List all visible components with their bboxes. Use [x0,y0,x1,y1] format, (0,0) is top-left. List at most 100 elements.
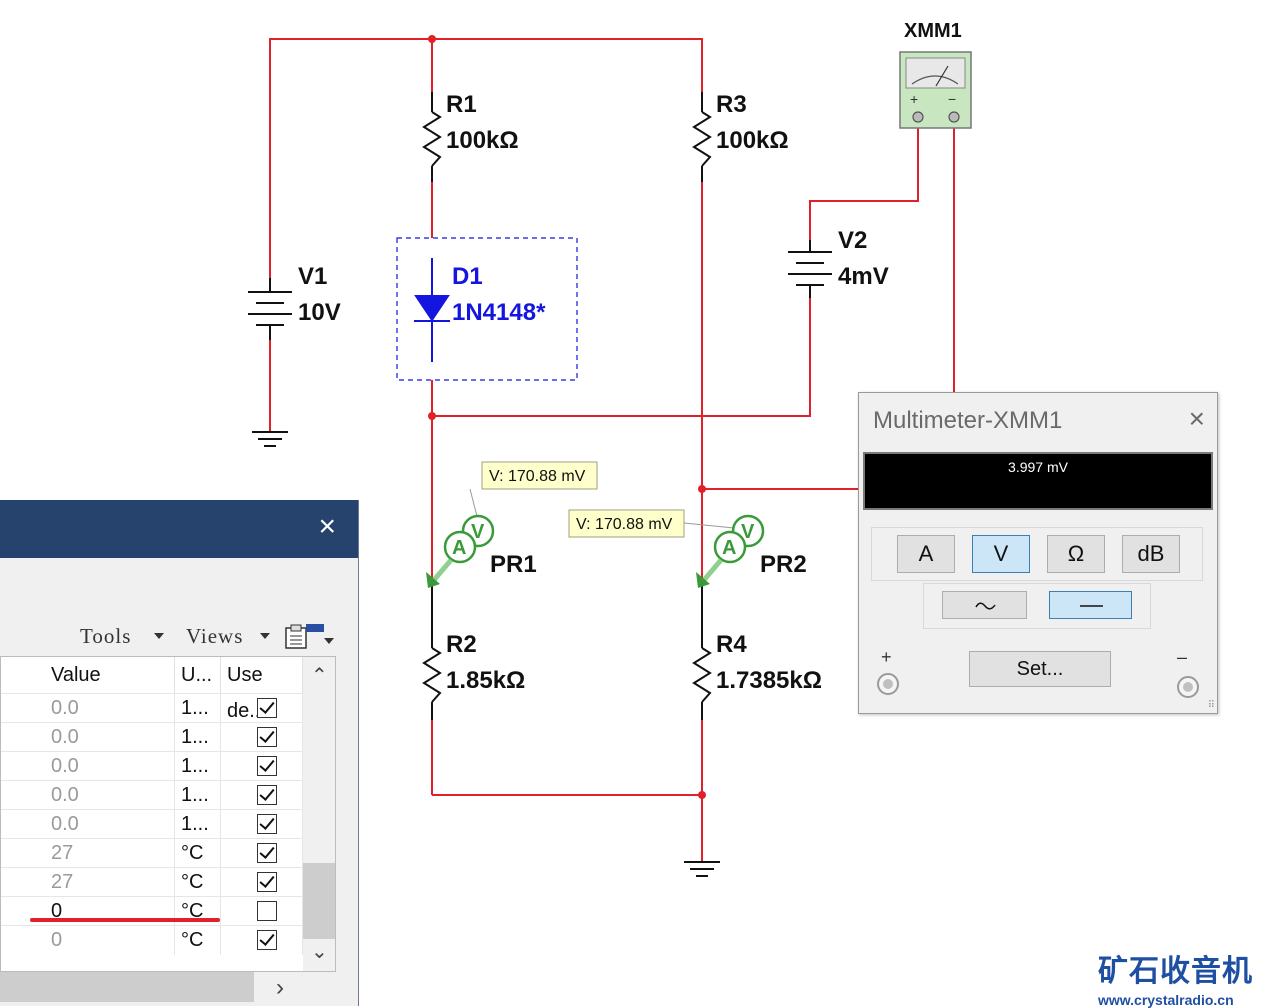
watermark-text: 矿石收音机 [1098,955,1253,988]
value-cell[interactable]: 0.0 [45,752,175,781]
use-default-cell [221,897,303,926]
unit-cell: 1... [175,752,221,781]
resistor-r4-symbol [692,647,712,703]
value-cell[interactable]: 0.0 [45,694,175,723]
value-cell[interactable]: 27 [45,868,175,897]
probe-pr2[interactable]: V: 170.88 mV V A PR2 [568,509,807,588]
value-cell[interactable]: 0.0 [45,810,175,839]
scroll-up-icon[interactable]: ⌃ [311,665,328,687]
views-dropdown-icon[interactable] [260,633,270,639]
value-cell[interactable]: 0.0 [45,723,175,752]
clipboard-icon[interactable] [284,622,336,650]
pr1-a-symbol: A [452,537,466,559]
table-row[interactable]: 0.0 1... [1,693,303,723]
column-header-use-default[interactable]: Use de... [221,657,303,722]
vertical-scrollbar[interactable]: ⌃ ⌄ [303,657,335,971]
minus-terminal[interactable] [1177,676,1199,698]
battery-v2[interactable]: V2 4mV [788,227,889,298]
scrollbar-thumb[interactable] [303,863,335,939]
mode-button-db[interactable]: dB [1122,535,1180,573]
v2-value: 4mV [838,263,889,290]
tools-menu[interactable]: Tools [80,624,132,648]
table-row[interactable]: 0 °C [1,925,303,955]
unit-cell: 1... [175,781,221,810]
table-row[interactable]: 0 °C [1,896,303,926]
watermark-url: www.crystalradio.cn [1098,992,1234,1008]
resistor-r4[interactable]: R4 1.7385kΩ [692,631,822,703]
table-row[interactable]: 0.0 1... [1,809,303,839]
unit-cell: 1... [175,810,221,839]
use-default-checkbox[interactable] [257,843,277,863]
table-row[interactable]: 27 °C [1,867,303,897]
mode-group [871,527,1203,581]
views-menu[interactable]: Views [186,624,244,648]
unit-cell: 1... [175,694,221,723]
horizontal-scrollbar[interactable]: › [0,972,336,1002]
column-header-unit[interactable]: U... [175,657,221,693]
multimeter-display: 3.997 mV [863,452,1213,510]
mode-button-volt[interactable]: V [972,535,1030,573]
pr2-reading: V: 170.88 mV [576,516,673,533]
use-default-checkbox[interactable] [257,727,277,747]
scroll-down-icon[interactable]: ⌄ [311,941,328,963]
use-default-cell [221,752,303,781]
plus-terminal-label: + [881,647,892,667]
use-default-checkbox[interactable] [257,756,277,776]
dc-button[interactable] [1049,591,1132,619]
close-icon[interactable]: × [318,510,336,543]
probe-pr1[interactable]: V: 170.88 mV V A PR1 [426,461,598,588]
value-cell[interactable]: 0.0 [45,781,175,810]
ac-button[interactable] [942,591,1027,619]
resistor-r1[interactable]: R1 100kΩ [422,91,519,167]
use-default-checkbox[interactable] [257,698,277,718]
multimeter-xmm1-icon[interactable]: XMM1 + − [899,20,972,129]
value-cell[interactable]: 27 [45,839,175,868]
use-default-checkbox[interactable] [257,814,277,834]
table-row[interactable]: 0.0 1... [1,722,303,752]
ground-right-icon [684,861,720,877]
resize-grip-icon[interactable]: ⠿ [1207,700,1215,711]
dialog-toolbar: Tools Views [0,618,358,652]
use-default-checkbox[interactable] [257,901,277,921]
use-default-checkbox[interactable] [257,930,277,950]
battery-v1[interactable]: V1 10V [248,263,341,340]
mode-button-ampere[interactable]: A [897,535,955,573]
set-button[interactable]: Set... [969,651,1111,687]
diode-selection-box [396,237,578,381]
column-header-value[interactable]: Value [45,657,175,693]
v2-name: V2 [838,227,867,254]
table-row[interactable]: 0.0 1... [1,780,303,810]
r3-value: 100kΩ [716,127,789,154]
resistor-r3[interactable]: R3 100kΩ [692,91,789,167]
table-row[interactable]: 0.0 1... [1,751,303,781]
scrollbar-thumb[interactable] [0,972,254,1002]
tools-dropdown-icon[interactable] [154,633,164,639]
unit-cell: °C [175,839,221,868]
use-default-cell [221,868,303,897]
value-cell[interactable]: 0 [45,926,175,955]
scroll-right-icon[interactable]: › [276,974,284,1001]
unit-cell: °C [175,868,221,897]
multimeter-window[interactable]: Multimeter-XMM1 × 3.997 mV A V Ω dB + Se… [858,392,1218,714]
plus-terminal[interactable] [877,673,899,695]
v1-name: V1 [298,263,327,290]
use-default-checkbox[interactable] [257,872,277,892]
dialog-titlebar[interactable]: × [0,500,358,558]
unit-cell: 1... [175,723,221,752]
resistor-r2[interactable]: R2 1.85kΩ [422,631,525,703]
pr2-tooltip [568,509,685,538]
r4-value: 1.7385kΩ [716,667,822,694]
use-default-checkbox[interactable] [257,785,277,805]
table-row[interactable]: 27 °C [1,838,303,868]
use-default-cell [221,839,303,868]
use-default-cell [221,694,303,723]
properties-dialog[interactable]: × Tools Views Value U... Use de... 0.0 1… [0,500,359,1006]
value-cell[interactable]: 0 [45,897,175,926]
diode-d1[interactable]: D1 1N4148* [396,237,578,381]
multimeter-title: Multimeter-XMM1 [873,407,1063,434]
mode-button-ohm[interactable]: Ω [1047,535,1105,573]
r4-name: R4 [716,631,747,658]
close-icon[interactable]: × [1188,403,1205,434]
pr1-reading: V: 170.88 mV [489,468,586,485]
